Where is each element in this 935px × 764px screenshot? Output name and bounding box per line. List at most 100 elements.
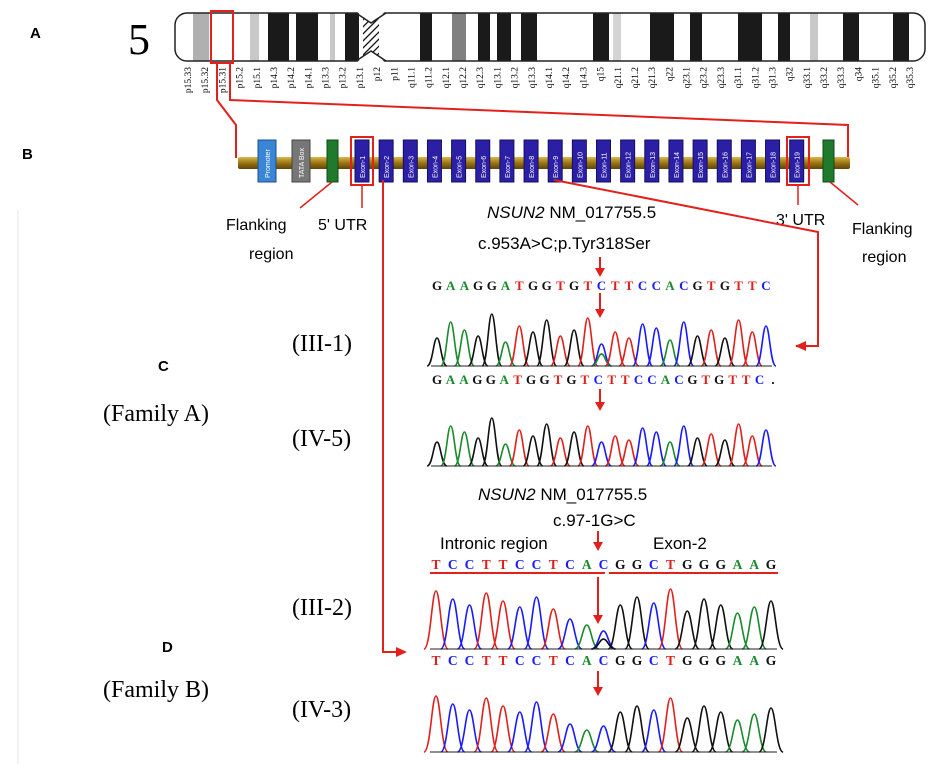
chromatogram-peak	[591, 441, 612, 467]
sequence-base: T	[583, 278, 592, 293]
sequence-base: T	[707, 278, 716, 293]
band-label: q11.1	[408, 67, 418, 88]
panel-letter-c: C	[158, 358, 169, 375]
sequence-base: A	[749, 653, 759, 668]
chromatogram-peak	[624, 596, 650, 650]
chromatogram-peak	[563, 431, 585, 467]
chromatogram-peak	[473, 697, 500, 753]
sequence-base: C	[674, 372, 683, 387]
exon-box	[451, 139, 467, 183]
utr3-label: 3' UTR	[776, 212, 825, 229]
sequence-base: G	[632, 653, 643, 668]
sequence-base: A	[749, 557, 759, 572]
chromatogram-peak	[522, 331, 544, 367]
exon-box	[426, 139, 442, 183]
sequence-base: G	[566, 372, 576, 387]
sequence-base: C	[532, 653, 542, 668]
sequence-base: T	[482, 653, 491, 668]
chromatogram-peak	[481, 417, 503, 467]
sequence-base: C	[515, 653, 525, 668]
sequence-base: C	[448, 653, 458, 668]
chromatogram-peak	[557, 723, 583, 753]
chromatogram-peak	[536, 423, 558, 467]
sequence-base: C	[597, 278, 606, 293]
exon-label: Exon-10	[577, 152, 584, 178]
exon-box	[402, 139, 418, 183]
exon-label: Exon-11	[602, 152, 609, 178]
band-label: q12.1	[442, 67, 452, 89]
chromatogram-peak	[727, 423, 750, 467]
sequence-base: T	[482, 557, 491, 572]
flanking-left-label-2: region	[249, 246, 293, 263]
chromatogram-iv-5	[426, 417, 777, 467]
sequence-base: G	[486, 372, 496, 387]
sequence-base: C	[465, 557, 475, 572]
tata-box	[291, 139, 311, 183]
sample-iii-1: (III-1)	[292, 331, 352, 357]
chromatogram-peak	[604, 435, 626, 467]
sequence-base: G	[632, 557, 643, 572]
sequence-base: C	[565, 557, 575, 572]
exon-label: Exon-12	[626, 152, 633, 178]
sequence-base: C	[649, 557, 659, 572]
chromatogram-peak	[540, 713, 566, 753]
chromatogram-peak	[657, 588, 684, 650]
chromatogram-peak	[758, 600, 784, 650]
sequence-base: G	[473, 278, 483, 293]
sequence-base: A	[582, 557, 592, 572]
band-label: q33.2	[820, 67, 830, 89]
chromatogram-peak	[423, 695, 449, 753]
chromatogram-peak	[707, 604, 734, 650]
panel-letter-d: D	[162, 639, 173, 656]
chromatogram-peak	[506, 606, 533, 650]
chromatogram-peak	[687, 335, 708, 367]
band-label: q31.1	[734, 67, 744, 89]
sequence-base: C	[515, 557, 525, 572]
chromatogram-peak	[674, 610, 700, 650]
flanking-right-label: Flanking	[852, 221, 912, 238]
exon-box	[789, 139, 805, 183]
band-label: q13.2	[511, 67, 521, 89]
exon-box	[523, 139, 539, 183]
band-label: q35.1	[872, 67, 882, 89]
chromatogram-peak	[536, 319, 558, 367]
arrow-exon2-to-family-b	[382, 180, 404, 653]
chromatogram-peak	[673, 321, 695, 367]
chromatogram-peak	[640, 602, 667, 650]
chromatogram-peak	[506, 711, 533, 753]
sequence-base: G	[432, 372, 442, 387]
sequence-base: G	[472, 372, 482, 387]
band-label: q21.1	[614, 67, 624, 89]
family-b-label: (Family B)	[103, 677, 209, 703]
sequence-base: A	[460, 278, 470, 293]
sequence-base: T	[611, 278, 620, 293]
chromatogram-peak	[741, 713, 767, 753]
band-label: q14.3	[579, 67, 589, 89]
band-label: q13.3	[528, 67, 538, 89]
chromatogram-peak	[657, 697, 684, 753]
sequence-base: G	[569, 278, 579, 293]
sequence-base: T	[498, 557, 507, 572]
sequence-base: G	[542, 278, 552, 293]
sequence-base: G	[720, 278, 730, 293]
sequence-base: A	[446, 372, 456, 387]
band-label: q23.2	[700, 67, 710, 89]
sequence-base: G	[699, 557, 710, 572]
sequence-base: G	[528, 278, 538, 293]
sequence-base: A	[661, 372, 671, 387]
chromatogram-peak	[755, 429, 777, 467]
exon-box	[644, 139, 660, 183]
band-label: q14.2	[562, 67, 572, 89]
band-label: p12	[373, 67, 383, 82]
variant-a-change: c.953A>C;p.Tyr318Ser	[478, 234, 651, 253]
sequence-base: G	[682, 653, 693, 668]
chromatogram-peak	[624, 705, 650, 753]
sequence-base: C	[532, 557, 542, 572]
sequence-base: C	[679, 278, 688, 293]
exon-label: Exon-4	[432, 156, 439, 178]
band-label: q35.2	[889, 67, 899, 89]
sequence-base: A	[733, 653, 743, 668]
sequence-base: C	[599, 557, 609, 572]
sample-iv-3: (IV-3)	[292, 697, 351, 723]
